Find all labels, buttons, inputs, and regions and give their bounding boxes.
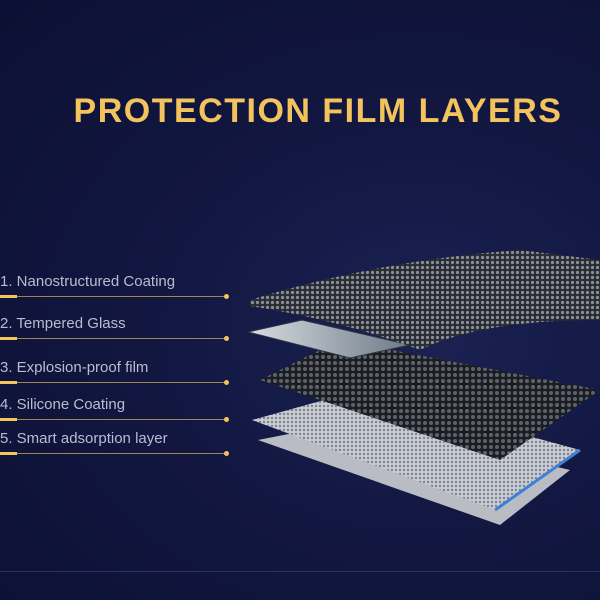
leader-line	[0, 453, 226, 454]
leader-dot	[224, 451, 229, 456]
page-title: PROTECTION FILM LAYERS	[73, 92, 563, 130]
leader-line	[0, 296, 226, 297]
accent-bar	[0, 295, 17, 298]
layer-4-silicone	[252, 390, 581, 512]
accent-bar	[0, 337, 17, 340]
leader-dot	[224, 380, 229, 385]
leader-line	[0, 419, 226, 420]
leader-dot	[224, 336, 229, 341]
layer-label-text: 5. Smart adsorption layer	[0, 430, 168, 447]
divider	[0, 571, 600, 572]
layer-3-explosion-proof	[260, 340, 600, 460]
film-layers-illustration	[247, 250, 600, 525]
layer-label-2: 2. Tempered Glass	[0, 315, 230, 341]
layer-label-text: 3. Explosion-proof film	[0, 359, 149, 376]
leader-dot	[224, 294, 229, 299]
layer-label-5: 5. Smart adsorption layer	[0, 430, 230, 456]
layer-label-text: 1. Nanostructured Coating	[0, 273, 176, 290]
layer-label-4: 4. Silicone Coating	[0, 396, 230, 422]
leader-line	[0, 382, 226, 383]
leader-line	[0, 338, 226, 339]
accent-bar	[0, 452, 17, 455]
accent-bar	[0, 381, 17, 384]
layer-label-3: 3. Explosion-proof film	[0, 359, 230, 385]
layer-label-1: 1. Nanostructured Coating	[0, 273, 230, 299]
leader-dot	[224, 417, 229, 422]
accent-bar	[0, 418, 17, 421]
layer-1-nano-coating	[250, 250, 600, 350]
layer-label-text: 4. Silicone Coating	[0, 396, 126, 413]
layer-label-text: 2. Tempered Glass	[0, 315, 126, 332]
